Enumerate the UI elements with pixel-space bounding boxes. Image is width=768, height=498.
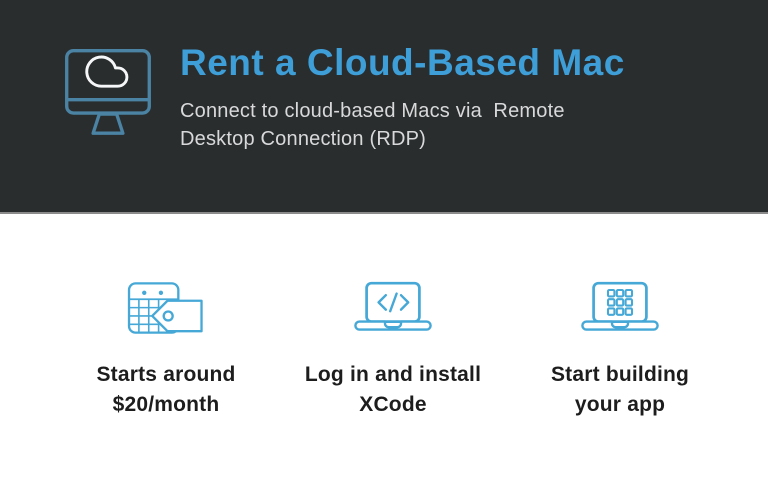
monitor-cloud-icon: [60, 40, 156, 142]
laptop-code-icon: [349, 278, 437, 338]
feature-label-line-2: $20/month: [112, 393, 220, 416]
feature-pricing: Starts around $20/month: [66, 278, 266, 420]
feature-label: Log in and install XCode: [305, 360, 481, 420]
calendar-price-tag-icon: [126, 278, 206, 338]
feature-label-line-1: Starts around: [96, 363, 236, 386]
feature-label: Start building your app: [551, 360, 689, 420]
header-banner: Rent a Cloud-Based Mac Connect to cloud-…: [0, 0, 768, 214]
page-title: Rent a Cloud-Based Mac: [180, 42, 625, 83]
feature-label: Starts around $20/month: [96, 360, 235, 420]
feature-build-app: Start building your app: [520, 278, 720, 420]
feature-label-line-2: your app: [574, 393, 666, 416]
feature-install-xcode: Log in and install XCode: [293, 278, 493, 420]
subtitle-line-1: Connect to cloud-based Macs via Remote: [180, 99, 565, 122]
feature-label-line-1: Log in and install: [304, 363, 482, 386]
feature-label-line-2: XCode: [359, 393, 427, 416]
feature-label-line-1: Start building: [550, 363, 690, 386]
page-subtitle: Connect to cloud-based Macs via Remote D…: [180, 97, 625, 153]
features-row: Starts around $20/month Log in and: [0, 214, 768, 498]
header-text: Rent a Cloud-Based Mac Connect to cloud-…: [180, 40, 625, 153]
subtitle-line-2: Desktop Connection (RDP): [180, 127, 427, 150]
laptop-app-grid-icon: [576, 278, 664, 338]
